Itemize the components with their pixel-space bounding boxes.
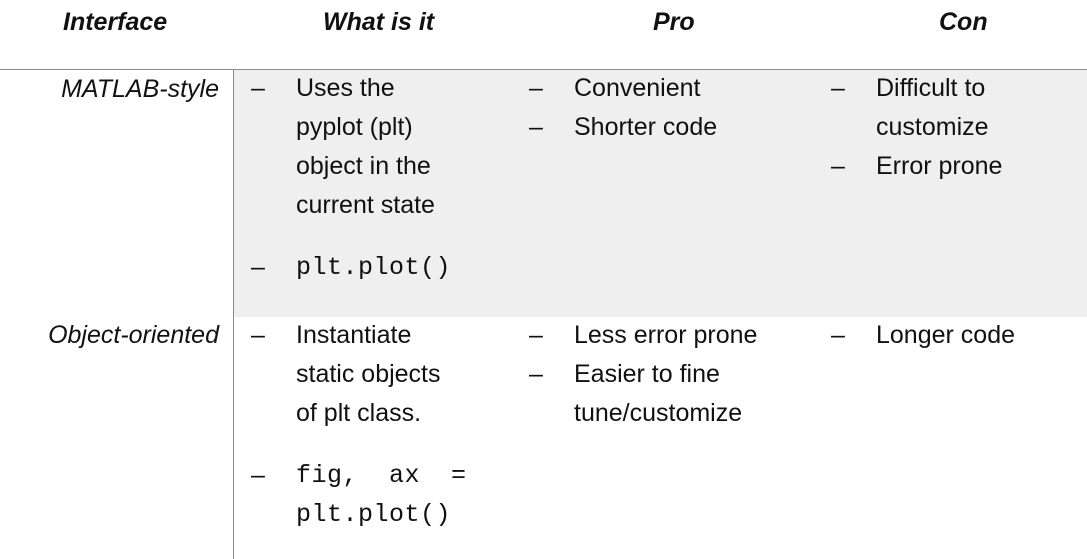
what-cell-matlab: – Uses the pyplot (plt) object in the cu…: [251, 69, 491, 225]
list-item: – Difficult to customize: [831, 69, 1081, 147]
what-line: current state: [296, 191, 435, 219]
con-text: Error prone: [876, 152, 1003, 180]
header-divider: [0, 69, 1087, 70]
what-line: Uses the: [296, 74, 395, 102]
header-con: Con: [939, 8, 988, 36]
header-interface: Interface: [63, 8, 168, 36]
code-line: fig, ax =: [296, 461, 467, 490]
code-cell-object-oriented: – fig, ax = plt.plot(): [251, 456, 521, 534]
list-item: – Shorter code: [529, 108, 809, 147]
pro-text: tune/customize: [574, 399, 743, 427]
pro-cell-matlab: – Convenient – Shorter code: [529, 69, 809, 147]
list-item: – plt.plot(): [251, 248, 511, 287]
code-line: plt.plot(): [296, 253, 452, 282]
bullet-dash: –: [529, 113, 543, 141]
con-cell-object-oriented: – Longer code: [831, 316, 1081, 355]
code-line: plt.plot(): [296, 500, 452, 529]
list-item: – fig, ax = plt.plot(): [251, 456, 521, 534]
bullet-dash: –: [529, 360, 543, 388]
what-line: of plt class.: [296, 399, 422, 427]
con-text: customize: [876, 113, 989, 141]
row-shading-matlab: [234, 70, 1087, 317]
pro-cell-object-oriented: – Less error prone – Easier to fine tune…: [529, 316, 819, 433]
bullet-dash: –: [831, 74, 845, 102]
pro-text: Shorter code: [574, 113, 718, 141]
bullet-dash: –: [831, 152, 845, 180]
what-line: Instantiate: [296, 321, 412, 349]
list-item: – Instantiate static objects of plt clas…: [251, 316, 491, 433]
pro-text: Easier to fine: [574, 360, 720, 388]
pro-text: Convenient: [574, 74, 701, 102]
list-item: – Uses the pyplot (plt) object in the cu…: [251, 69, 491, 225]
bullet-dash: –: [831, 321, 845, 349]
code-cell-matlab: – plt.plot(): [251, 248, 511, 287]
list-item: – Less error prone: [529, 316, 819, 355]
row-label-object-oriented: Object-oriented: [48, 321, 219, 349]
pro-text: Less error prone: [574, 321, 758, 349]
what-line: static objects: [296, 360, 441, 388]
list-item: – Longer code: [831, 316, 1081, 355]
bullet-dash: –: [529, 321, 543, 349]
bullet-dash: –: [251, 253, 265, 281]
list-item: – Easier to fine tune/customize: [529, 355, 819, 433]
list-item: – Error prone: [831, 147, 1081, 186]
what-cell-object-oriented: – Instantiate static objects of plt clas…: [251, 316, 491, 433]
bullet-dash: –: [251, 321, 265, 349]
row-label-matlab-style: MATLAB-style: [61, 75, 219, 103]
con-cell-matlab: – Difficult to customize – Error prone: [831, 69, 1081, 186]
header-what-is-it: What is it: [323, 8, 435, 36]
header-pro: Pro: [653, 8, 695, 36]
what-line: object in the: [296, 152, 431, 180]
con-text: Longer code: [876, 321, 1016, 349]
bullet-dash: –: [251, 461, 265, 489]
con-text: Difficult to: [876, 74, 986, 102]
list-item: – Convenient: [529, 69, 809, 108]
bullet-dash: –: [251, 74, 265, 102]
bullet-dash: –: [529, 74, 543, 102]
column-divider: [233, 69, 234, 559]
what-line: pyplot (plt): [296, 113, 413, 141]
